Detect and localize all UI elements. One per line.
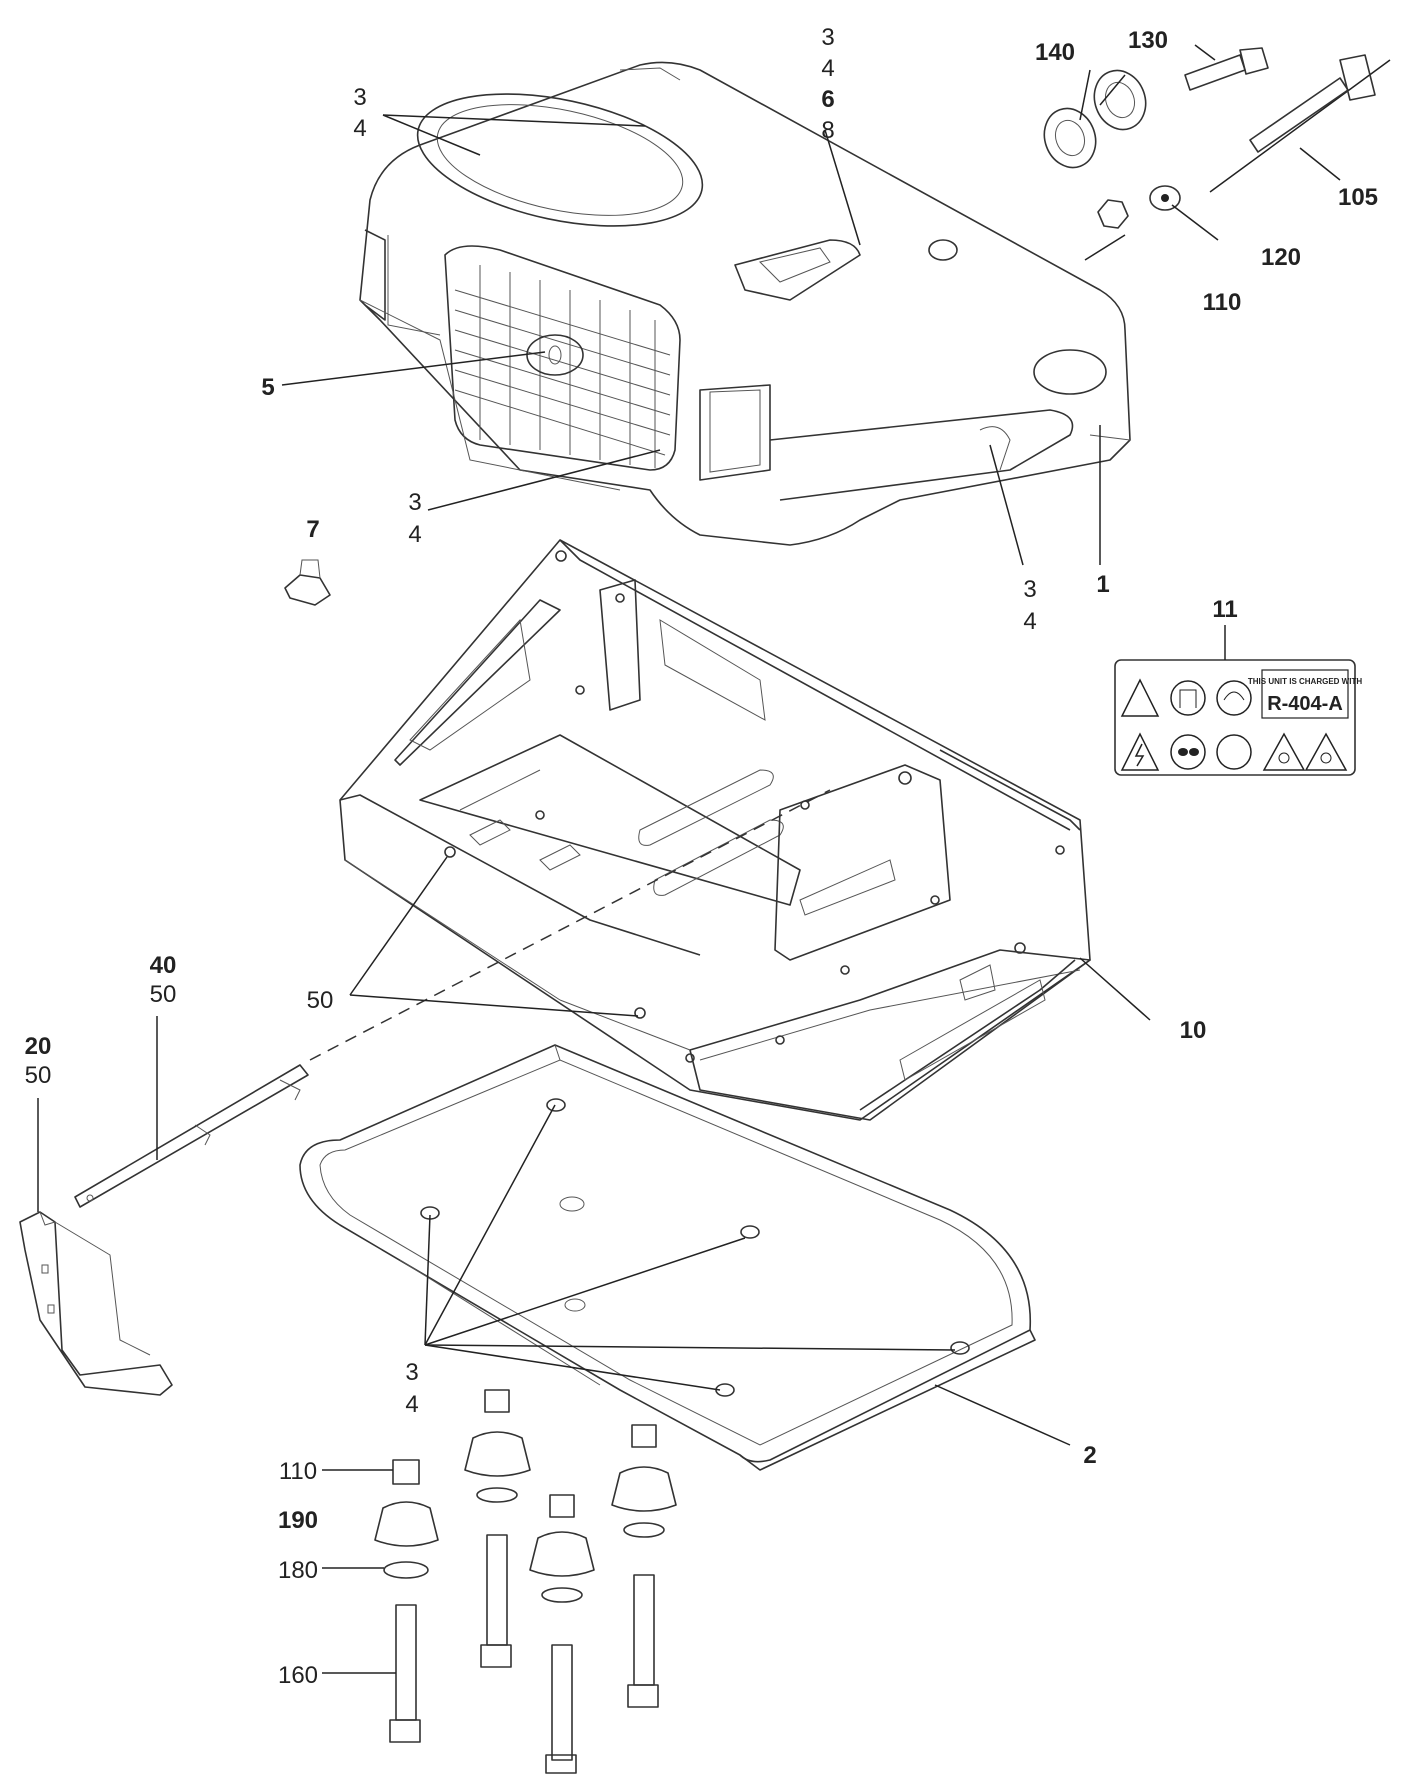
sticker-refrigerant: R-404-A <box>1267 693 1343 715</box>
rubber-mount-4 <box>611 1424 677 1708</box>
callout-4a: 4 <box>353 115 366 142</box>
warning-triangle-icon <box>1120 678 1160 771</box>
callout-10: 10 <box>1180 1017 1207 1044</box>
callout-40: 40 <box>150 952 177 979</box>
leader-lines <box>37 44 1341 1674</box>
callout-3a: 3 <box>353 84 366 111</box>
callout-50: 50 <box>307 987 334 1014</box>
callout-20-sub: 50 <box>25 1062 52 1089</box>
clip-drawing <box>284 559 331 606</box>
callout-3b: 3 <box>821 24 834 51</box>
tray-studs <box>420 1098 970 1397</box>
callout-160: 160 <box>278 1662 318 1689</box>
callout-120: 120 <box>1261 244 1301 271</box>
top-fasteners <box>1043 47 1391 229</box>
callout-labels: 3 4 3 4 6 8 5 3 4 7 3 4 1 11 10 50 40 50… <box>25 24 1378 1689</box>
top-cover-drawing <box>359 61 1131 546</box>
tray-drawing <box>299 1044 1036 1471</box>
callout-11: 11 <box>1212 596 1237 623</box>
callout-6: 6 <box>821 86 834 113</box>
callout-4b: 4 <box>821 55 834 82</box>
strip-bracket-drawing <box>74 1064 309 1208</box>
callout-180: 180 <box>278 1557 318 1584</box>
warning-sticker: THIS UNIT IS CHARGED WITH R-404-A <box>1114 659 1362 776</box>
callout-8: 8 <box>821 117 834 144</box>
callout-4d: 4 <box>1023 608 1036 635</box>
callout-4c: 4 <box>408 521 421 548</box>
callout-1: 1 <box>1096 571 1109 598</box>
frame-bolts <box>444 550 1065 1063</box>
callout-105: 105 <box>1338 184 1378 211</box>
corner-bracket-drawing <box>19 1211 173 1396</box>
rubber-mount-3 <box>529 1494 595 1774</box>
callout-3e: 3 <box>405 1359 418 1386</box>
callout-110-top: 110 <box>1203 289 1242 316</box>
frame-drawing <box>339 539 1091 1121</box>
callout-20: 20 <box>25 1033 52 1060</box>
grille-pattern <box>454 265 671 468</box>
sticker-header: THIS UNIT IS CHARGED WITH <box>1248 677 1362 686</box>
ppe-icons <box>1170 680 1252 770</box>
callout-190: 190 <box>278 1507 318 1534</box>
callout-5: 5 <box>261 374 274 401</box>
callout-40-sub: 50 <box>150 981 177 1008</box>
rubber-mount-2 <box>464 1389 531 1668</box>
callout-140: 140 <box>1035 39 1075 66</box>
callout-3d: 3 <box>1023 576 1036 603</box>
callout-4e: 4 <box>405 1391 418 1418</box>
callout-7: 7 <box>306 516 319 543</box>
callout-3c: 3 <box>408 489 421 516</box>
callout-2: 2 <box>1083 1442 1096 1469</box>
callout-110-bottom: 110 <box>279 1458 317 1485</box>
rubber-mount-1 <box>374 1459 439 1743</box>
callout-130: 130 <box>1128 27 1168 54</box>
